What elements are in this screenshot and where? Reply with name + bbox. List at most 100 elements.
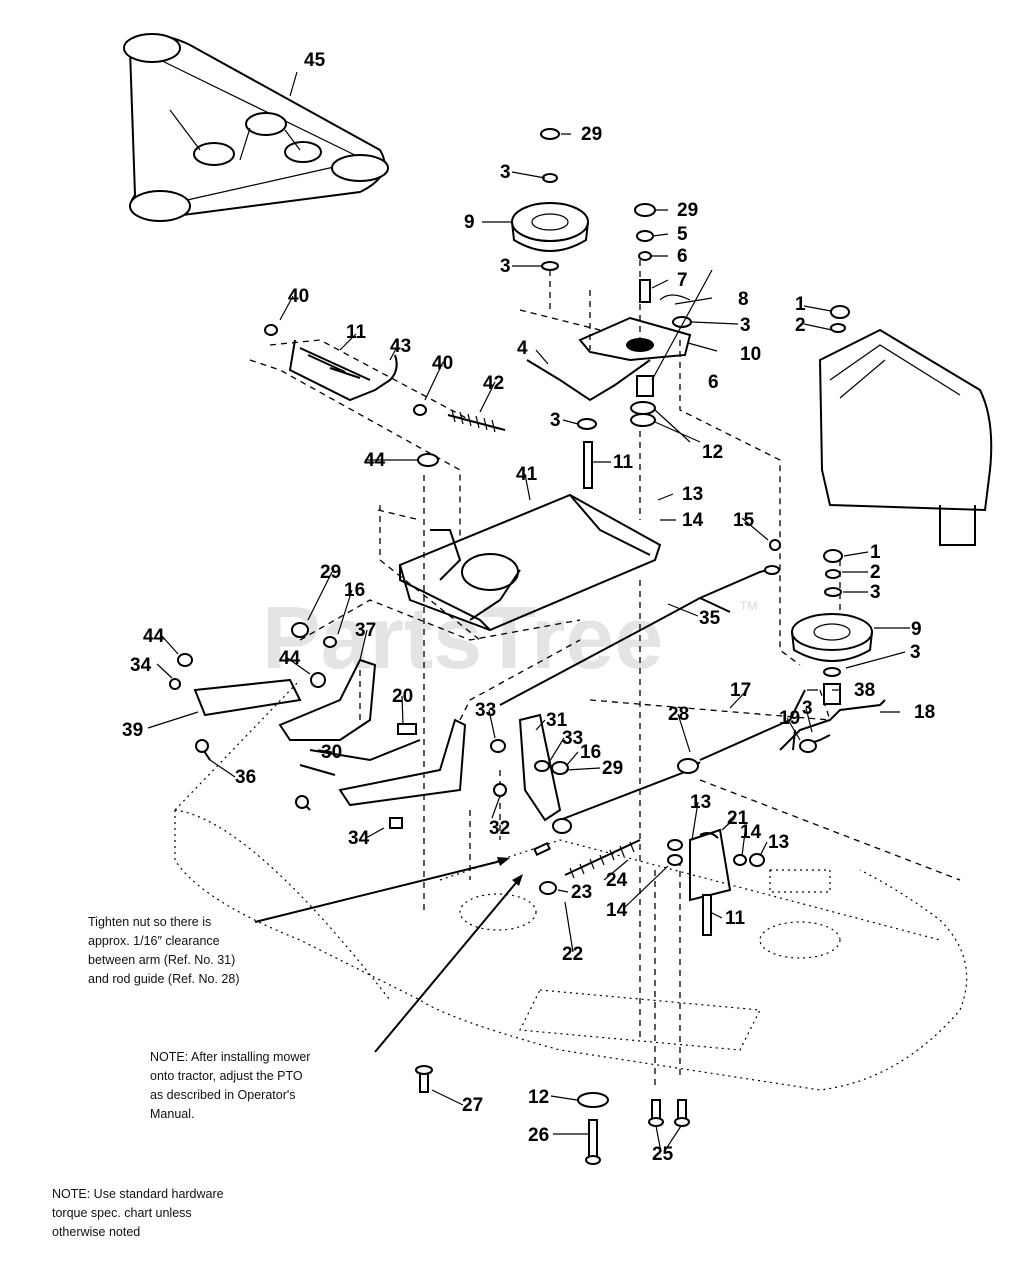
note-hardware: NOTE: Use standard hardware torque spec.… <box>52 1187 224 1239</box>
callout-9: 9 <box>464 212 475 233</box>
callout-3: 3 <box>550 410 561 431</box>
callout-31: 31 <box>546 710 568 731</box>
callout-12: 12 <box>528 1087 549 1108</box>
callout-21: 21 <box>727 808 749 829</box>
callout-1: 1 <box>795 294 806 315</box>
callout-2: 2 <box>870 562 881 583</box>
note-pto: NOTE: After installing mower onto tracto… <box>150 1050 310 1121</box>
callout-3: 3 <box>500 256 511 277</box>
callout-23: 23 <box>571 882 592 903</box>
callout-8: 8 <box>738 289 749 310</box>
callout-11: 11 <box>346 322 367 343</box>
callout-42: 42 <box>483 373 504 394</box>
callout-37: 37 <box>355 620 376 641</box>
callout-20: 20 <box>392 686 413 707</box>
callout-12: 12 <box>702 442 723 463</box>
callout-17: 17 <box>730 680 751 701</box>
idler-pulley-stack <box>511 128 589 271</box>
callout-15: 15 <box>733 510 755 531</box>
callout-13: 13 <box>690 792 711 813</box>
svg-text:between arm (Ref. No. 31): between arm (Ref. No. 31) <box>88 953 235 967</box>
callout-2: 2 <box>795 315 806 336</box>
callout-40: 40 <box>288 286 309 307</box>
callout-9: 9 <box>911 619 922 640</box>
callout-3: 3 <box>870 582 881 603</box>
callout-6: 6 <box>677 246 688 267</box>
callout-5: 5 <box>677 224 688 245</box>
callout-32: 32 <box>489 818 510 839</box>
callout-29: 29 <box>602 758 623 779</box>
callout-14: 14 <box>740 822 762 843</box>
hanger-bracket <box>398 493 662 632</box>
callout-11: 11 <box>613 452 634 473</box>
callout-44: 44 <box>364 450 386 471</box>
alignment-lines <box>249 260 961 1090</box>
right-linkage <box>490 713 831 936</box>
callout-36: 36 <box>235 767 256 788</box>
leader-lines <box>147 71 910 1153</box>
svg-text:approx. 1/16″ clearance: approx. 1/16″ clearance <box>88 934 220 948</box>
callout-33: 33 <box>562 728 583 749</box>
callout-24: 24 <box>606 870 628 891</box>
callout-34: 34 <box>130 655 152 676</box>
engine-pulley-stack <box>791 305 873 705</box>
belt-drawing <box>123 33 389 222</box>
svg-text:torque spec. chart unless: torque spec. chart unless <box>52 1206 192 1220</box>
watermark-tm: TM <box>740 599 757 613</box>
callout-6: 6 <box>708 372 719 393</box>
callout-16: 16 <box>580 742 601 763</box>
svg-text:Tighten nut so there is: Tighten nut so there is <box>88 915 211 929</box>
callout-34: 34 <box>348 828 370 849</box>
callout-labels: 45 29 3 9 29 5 6 3 7 8 3 1 2 40 11 43 4 … <box>122 50 935 1165</box>
callout-13: 13 <box>682 484 703 505</box>
svg-text:and rod guide (Ref. No. 28): and rod guide (Ref. No. 28) <box>88 972 239 986</box>
callout-18: 18 <box>914 702 935 723</box>
svg-text:Manual.: Manual. <box>150 1107 194 1121</box>
callout-3: 3 <box>740 315 751 336</box>
callout-11: 11 <box>725 908 746 929</box>
callout-28: 28 <box>668 704 689 725</box>
callout-26: 26 <box>528 1125 549 1146</box>
callout-35: 35 <box>699 608 721 629</box>
callout-30: 30 <box>321 742 342 763</box>
callout-33: 33 <box>475 700 496 721</box>
callout-38: 38 <box>854 680 875 701</box>
callout-3: 3 <box>910 642 921 663</box>
bottom-hardware <box>415 1065 690 1165</box>
callout-45: 45 <box>304 50 326 71</box>
callout-40: 40 <box>432 353 453 374</box>
callout-14: 14 <box>682 510 704 531</box>
callout-4: 4 <box>517 338 528 359</box>
callout-19: 19 <box>779 708 800 729</box>
callout-14: 14 <box>606 900 628 921</box>
svg-text:otherwise noted: otherwise noted <box>52 1225 140 1239</box>
idler-bracket <box>526 203 692 489</box>
callout-29: 29 <box>677 200 698 221</box>
svg-text:NOTE: Use standard hardware: NOTE: Use standard hardware <box>52 1187 224 1201</box>
callout-1: 1 <box>870 542 881 563</box>
engine-drawing <box>818 328 993 546</box>
callout-29: 29 <box>581 124 602 145</box>
svg-text:as described in Operator's: as described in Operator's <box>150 1088 296 1102</box>
callout-3: 3 <box>500 162 511 183</box>
note-tighten: Tighten nut so there is approx. 1/16″ cl… <box>88 915 239 986</box>
callout-29: 29 <box>320 562 341 583</box>
callout-10: 10 <box>740 344 761 365</box>
callout-41: 41 <box>516 464 538 485</box>
svg-text:onto tractor, adjust the PTO: onto tractor, adjust the PTO <box>150 1069 303 1083</box>
callout-44: 44 <box>143 626 165 647</box>
left-linkage <box>169 622 467 829</box>
callout-3: 3 <box>802 698 813 719</box>
callout-43: 43 <box>390 336 411 357</box>
svg-text:NOTE: After installing mower: NOTE: After installing mower <box>150 1050 310 1064</box>
callout-7: 7 <box>677 270 688 291</box>
callout-27: 27 <box>462 1095 483 1116</box>
callout-22: 22 <box>562 944 583 965</box>
callout-16: 16 <box>344 580 365 601</box>
callout-44: 44 <box>279 648 301 669</box>
belt-guide-assembly <box>264 324 506 467</box>
callout-13: 13 <box>768 832 789 853</box>
callout-39: 39 <box>122 720 143 741</box>
callout-25: 25 <box>652 1144 674 1165</box>
